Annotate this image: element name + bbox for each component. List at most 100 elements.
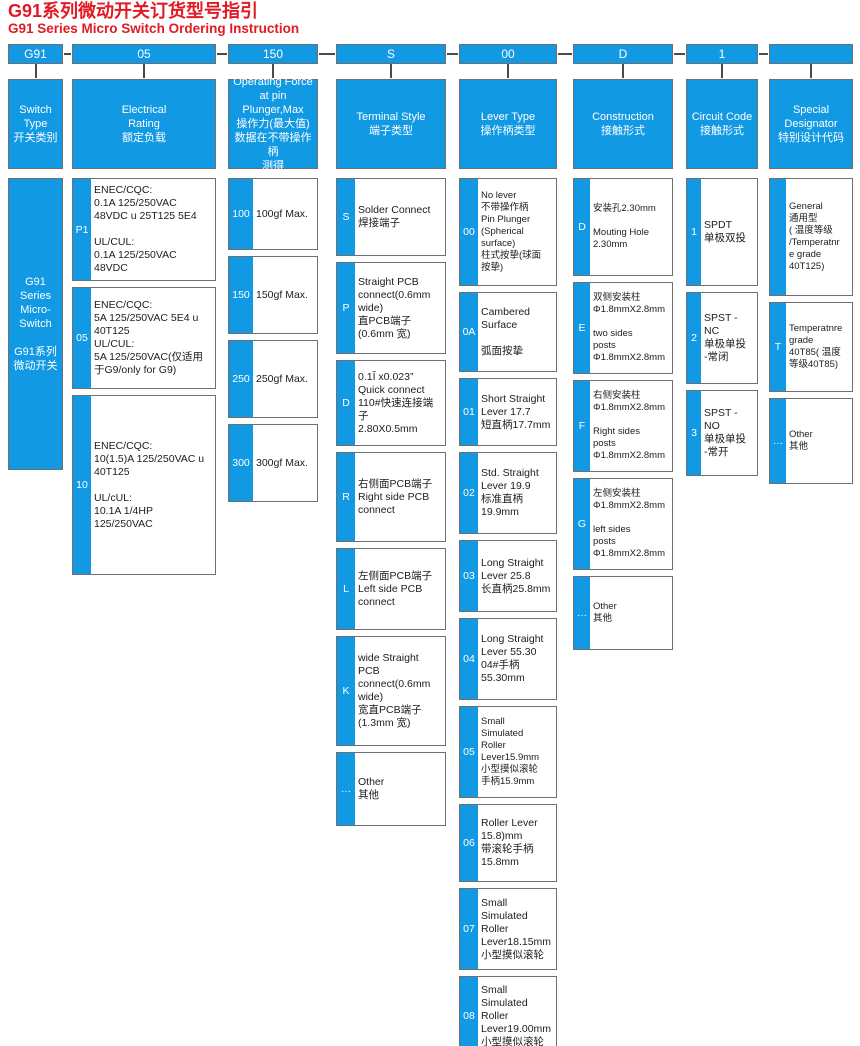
option-description: Small Simulated Roller Lever15.9mm 小型摸似滚…	[478, 707, 556, 797]
option-description: 150gf Max.	[253, 257, 317, 333]
model-code-box-special-designator[interactable]	[769, 44, 853, 64]
option-cell-switch-type-0[interactable]: G91 Series Micro- Switch G91系列 微动开关	[8, 178, 63, 470]
option-code: 03	[460, 541, 478, 611]
option-description: 双侧安装柱 Φ1.8mmX2.8mm two sides posts Φ1.8m…	[590, 283, 672, 373]
option-code: …	[337, 753, 355, 825]
category-header-line: Circuit Code	[691, 111, 753, 123]
option-cell-terminal-style-3[interactable]: R 右侧面PCB端子 Right side PCB connect	[336, 452, 446, 542]
model-code-box-lever-type[interactable]: 00	[459, 44, 557, 64]
option-code: 0A	[460, 293, 478, 371]
option-cell-construction-4[interactable]: …Other 其他	[573, 576, 673, 650]
option-description: General 通用型 ( 温度等级 /Temperatnr e grade 4…	[786, 179, 852, 295]
category-header-line: Electrical	[121, 104, 167, 116]
category-header-construction: Construction 接触形式	[573, 79, 673, 169]
connector-line	[390, 64, 392, 78]
option-code: 05	[73, 288, 91, 388]
category-header-line: 接触形式	[601, 125, 645, 137]
option-code: 2	[687, 293, 701, 383]
category-header-line: Type	[23, 118, 48, 130]
option-description: Temperatnre grade 40T85( 温度 等级40T85)	[786, 303, 852, 391]
option-description: Std. Straight Lever 19.9 标准直柄 19.9mm	[478, 453, 556, 533]
option-description: Long Straight Lever 25.8 长直柄25.8mm	[478, 541, 556, 611]
code-separator-dash	[759, 53, 768, 55]
option-cell-terminal-style-6[interactable]: …Other 其他	[336, 752, 446, 826]
option-code: T	[770, 303, 786, 391]
category-header-line: Terminal Style	[356, 111, 426, 123]
option-code: 07	[460, 889, 478, 969]
option-description: 250gf Max.	[253, 341, 317, 417]
option-description: wide Straight PCB connect(0.6mm wide) 宽直…	[355, 637, 445, 745]
option-cell-special-designator-0[interactable]: General 通用型 ( 温度等级 /Temperatnr e grade 4…	[769, 178, 853, 296]
option-description: ENEC/CQC: 5A 125/250VAC 5E4 u 40T125 UL/…	[91, 288, 215, 388]
category-header-line: 开关类别	[13, 132, 58, 144]
option-code: 06	[460, 805, 478, 881]
option-description: Other 其他	[786, 399, 852, 483]
option-description: Small Simulated Roller Lever19.00mm 小型摸似…	[478, 977, 556, 1046]
option-code: 00	[460, 179, 478, 285]
model-code-box-switch-type[interactable]: G91	[8, 44, 63, 64]
code-separator-dash	[64, 53, 71, 55]
code-separator-dash	[217, 53, 227, 55]
category-header-line: 端子类型	[369, 125, 413, 137]
option-code: 05	[460, 707, 478, 797]
option-code: E	[574, 283, 590, 373]
connector-line	[34, 64, 37, 78]
model-code-box-terminal-style[interactable]: S	[336, 44, 446, 64]
page-title-cn: G91系列微动开关订货型号指引	[8, 1, 259, 21]
model-code-box-circuit-code[interactable]: 1	[686, 44, 758, 64]
category-header-line: 额定负载	[122, 132, 166, 144]
option-code: P	[337, 263, 355, 353]
model-code-box-electrical-rating[interactable]: 05	[72, 44, 216, 64]
category-header-line: 操作柄类型	[480, 125, 536, 137]
category-header-line: at pin	[259, 90, 287, 102]
model-code-box-operating-force[interactable]: 150	[228, 44, 318, 64]
option-cell-special-designator-2[interactable]: …Other 其他	[769, 398, 853, 484]
option-description: 300gf Max.	[253, 425, 317, 501]
option-code: D	[574, 179, 590, 275]
category-header-line: 特别设计代码	[778, 132, 844, 144]
category-header-line: 测得	[262, 160, 284, 172]
model-code-box-construction[interactable]: D	[573, 44, 673, 64]
category-header-line: 操作力(最大值)	[236, 118, 310, 130]
option-description: SPST - NC 单极单投 -常闭	[701, 293, 757, 383]
category-header-line: Construction	[592, 111, 654, 123]
option-description: ENEC/CQC: 10(1.5)A 125/250VAC u 40T125 U…	[91, 396, 215, 574]
category-header-line: 数据在不带操作柄	[234, 132, 312, 158]
option-description: SPDT 单极双投	[701, 179, 757, 285]
code-separator-dash	[558, 53, 572, 55]
option-description: ENEC/CQC: 0.1A 125/250VAC 48VDC u 25T125…	[91, 179, 215, 280]
option-description: Roller Lever 15.8)mm 带滚轮手柄 15.8mm	[478, 805, 556, 881]
